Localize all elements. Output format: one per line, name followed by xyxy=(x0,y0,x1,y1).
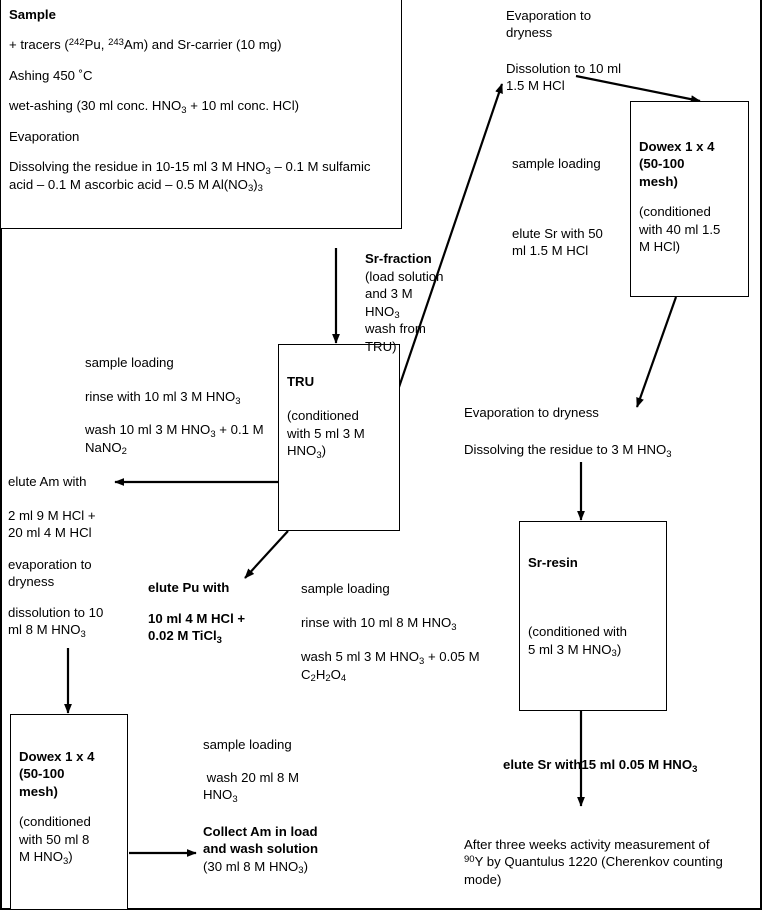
dowex-bottom-heading-2: (50-100 xyxy=(19,766,65,782)
label-elute-pu-reagent: 10 ml 4 M HCl +0.02 M TiCl3 xyxy=(148,611,246,646)
dowex-top-heading-3: mesh) xyxy=(639,173,678,189)
label-tru-sample-loading: sample loading xyxy=(85,355,174,370)
label-evaporation-dryness-right: Evaporation to dryness xyxy=(464,405,599,420)
box-dowex-top: Dowex 1 x 4 (50-100 mesh) (conditioned w… xyxy=(630,101,749,297)
sr-resin-heading: Sr-resin xyxy=(528,555,578,570)
sample-dissolving: Dissolving the residue in 10-15 ml 3 M H… xyxy=(9,159,371,195)
label-srresin-wash: wash 5 ml 3 M HNO3 + 0.05 M C2H2O4 xyxy=(301,649,484,685)
label-elute-sr-15ml: elute Sr with15 ml 0.05 M HNO3 xyxy=(503,757,698,775)
label-elute-am-reagent: 2 ml 9 M HCl +20 ml 4 M HCl xyxy=(8,508,96,541)
sample-evaporation: Evaporation xyxy=(9,128,80,144)
tru-body-3: HNO3) xyxy=(287,443,327,461)
dowex-bottom-body-1: (conditioned xyxy=(19,814,91,830)
label-dowex-bot-wash: wash 20 ml 8 M HNO3 xyxy=(203,770,303,805)
sample-heading: Sample xyxy=(9,7,56,22)
dowex-bottom-heading-1: Dowex 1 x 4 xyxy=(19,749,95,764)
label-sr-fraction-heading: Sr-fraction xyxy=(365,251,432,266)
label-srresin-sample-loading: sample loading xyxy=(301,581,390,596)
sr-resin-body-2: 5 ml 3 M HNO3) xyxy=(528,641,622,660)
tru-body-1: (conditioned xyxy=(287,408,359,424)
sample-tracers: + tracers (242Pu, 243Am) and Sr-carrier … xyxy=(9,37,282,53)
dowex-top-heading-1: Dowex 1 x 4 xyxy=(639,139,715,154)
dowex-top-body-3: M HCl) xyxy=(639,239,681,255)
label-collect-am: Collect Am in load and wash solution (30… xyxy=(203,824,322,877)
label-elute-am-with: elute Am with xyxy=(8,474,87,489)
label-final-measurement: After three weeks activity measurement o… xyxy=(464,837,727,887)
label-srresin-rinse: rinse with 10 ml 8 M HNO3 xyxy=(301,615,457,633)
label-elute-pu-with: elute Pu with xyxy=(148,580,230,595)
sample-wet-ashing: wet-ashing (30 ml conc. HNO3 + 10 ml con… xyxy=(9,98,300,116)
dowex-top-body-2: with 40 ml 1.5 xyxy=(639,221,721,237)
label-dissolving-residue-3m: Dissolving the residue to 3 M HNO3 xyxy=(464,442,672,460)
dowex-top-heading-2: (50-100 xyxy=(639,156,685,172)
dowex-top-body-1: (conditioned xyxy=(639,204,711,220)
label-tru-wash: wash 10 ml 3 M HNO3 + 0.1 M NaNO2 xyxy=(85,422,268,458)
label-tru-rinse: rinse with 10 ml 3 M HNO3 xyxy=(85,389,241,407)
tru-heading: TRU xyxy=(287,374,315,389)
dowex-bottom-heading-3: mesh) xyxy=(19,783,58,799)
dowex-bottom-body-3: M HNO3) xyxy=(19,849,73,867)
dowex-bottom-body-2: with 50 ml 8 xyxy=(19,831,90,847)
box-tru: TRU (conditioned with 5 ml 3 M HNO3) xyxy=(278,344,400,531)
sample-ashing: Ashing 450 ˚C xyxy=(9,67,93,83)
label-sample-loading-dowex-top: sample loading xyxy=(512,156,601,171)
label-dowex-bot-sample-loading: sample loading xyxy=(203,737,292,752)
box-sample: Sample + tracers (242Pu, 243Am) and Sr-c… xyxy=(0,0,402,229)
tru-body-2: with 5 ml 3 M xyxy=(287,425,365,441)
box-sr-resin: Sr-resin (conditioned with 5 ml 3 M HNO3… xyxy=(519,521,667,711)
sr-resin-body-1: (conditioned with xyxy=(528,624,627,640)
box-dowex-bottom: Dowex 1 x 4 (50-100 mesh) (conditioned w… xyxy=(10,714,128,910)
